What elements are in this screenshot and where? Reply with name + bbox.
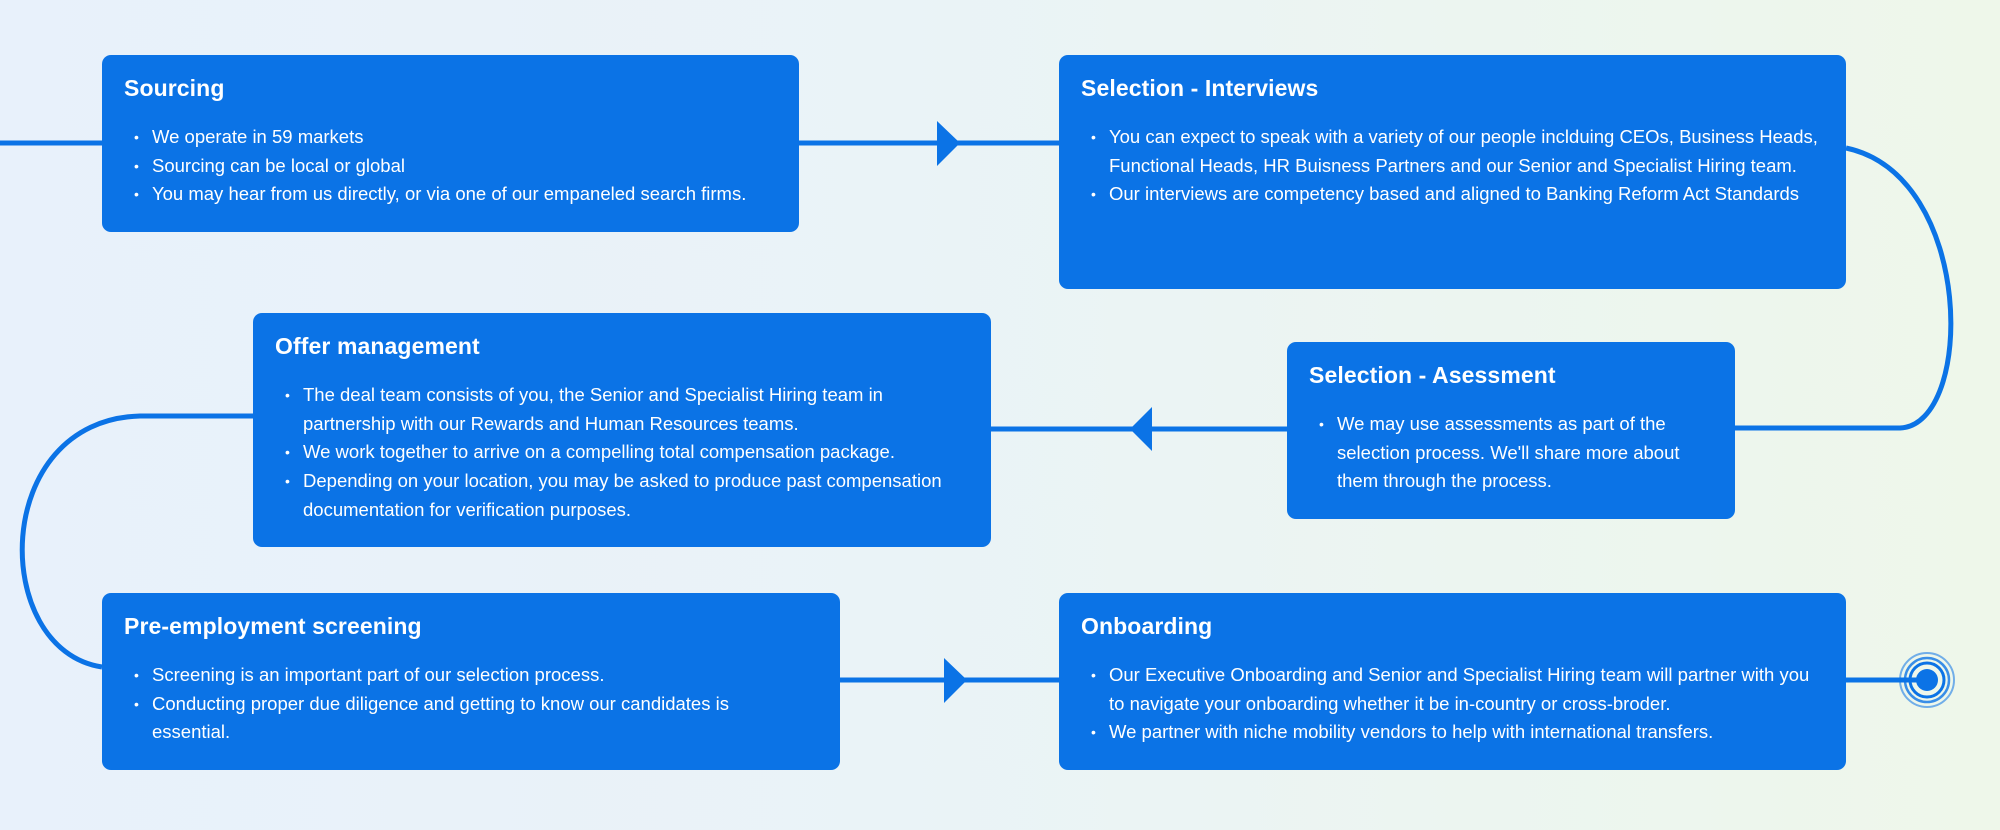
arrow-left-icon: [1130, 407, 1152, 451]
stage-title: Sourcing: [124, 75, 225, 101]
bullet-item: Screening is an important part of our se…: [130, 661, 770, 690]
stage-bullet-list: The deal team consists of you, the Senio…: [275, 381, 969, 525]
stage-bullet-list: We operate in 59 markets Sourcing can be…: [124, 123, 777, 209]
bullet-item: We may use assessments as part of the se…: [1315, 410, 1713, 496]
bullet-item: We operate in 59 markets: [130, 123, 777, 152]
arrow-right-icon: [944, 658, 967, 703]
bullet-item: Our interviews are competency based and …: [1087, 180, 1824, 209]
stage-card-offer-management: Offer management The deal team consists …: [253, 313, 991, 547]
stage-title: Selection - Interviews: [1081, 75, 1319, 101]
stage-title: Selection - Asessment: [1309, 362, 1556, 388]
bullet-item: We work together to arrive on a compelli…: [281, 438, 969, 467]
bullet-item: Our Executive Onboarding and Senior and …: [1087, 661, 1824, 718]
bullet-item: You can expect to speak with a variety o…: [1087, 123, 1824, 180]
bullet-item: The deal team consists of you, the Senio…: [281, 381, 969, 438]
stage-card-assessment: Selection - Asessment We may use assessm…: [1287, 342, 1735, 519]
connector-interviews-assessment: [1735, 145, 1954, 431]
stage-bullet-list: Our Executive Onboarding and Senior and …: [1081, 661, 1824, 747]
stage-title: Onboarding: [1081, 613, 1213, 639]
stage-card-interviews: Selection - Interviews You can expect to…: [1059, 55, 1846, 289]
connector-offer-screening: [19, 413, 253, 670]
arrow-right-icon: [937, 121, 960, 166]
bullet-item: Conducting proper due diligence and gett…: [130, 690, 770, 747]
bullet-item: You may hear from us directly, or via on…: [130, 180, 777, 209]
stage-card-sourcing: Sourcing We operate in 59 markets Sourci…: [102, 55, 799, 232]
stage-card-pre-employment-screening: Pre-employment screening Screening is an…: [102, 593, 840, 770]
end-target-icon: [1899, 652, 1955, 708]
stage-card-onboarding: Onboarding Our Executive Onboarding and …: [1059, 593, 1846, 770]
bullet-item: We partner with niche mobility vendors t…: [1087, 718, 1824, 747]
stage-bullet-list: You can expect to speak with a variety o…: [1081, 123, 1824, 209]
stage-bullet-list: We may use assessments as part of the se…: [1309, 410, 1713, 496]
stage-bullet-list: Screening is an important part of our se…: [124, 661, 770, 747]
bullet-item: Depending on your location, you may be a…: [281, 467, 969, 524]
bullet-item: Sourcing can be local or global: [130, 152, 777, 181]
stage-title: Offer management: [275, 333, 480, 359]
stage-title: Pre-employment screening: [124, 613, 422, 639]
